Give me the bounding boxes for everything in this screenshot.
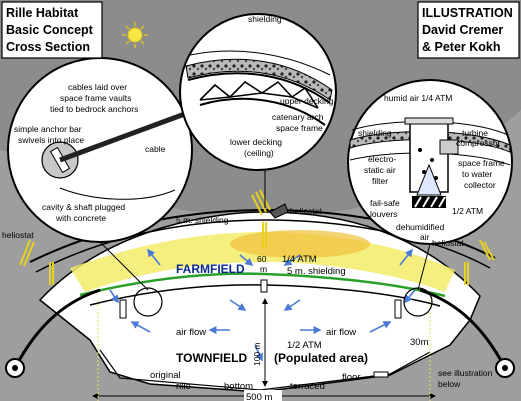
space-frame-truss bbox=[199, 80, 319, 109]
air-spaceframe-1: space frame bbox=[458, 158, 505, 168]
anchor-bar-2: swivels into place bbox=[18, 135, 84, 145]
anchor-cavity-2: with concrete bbox=[55, 213, 106, 223]
air-turbine-2: compressor bbox=[456, 138, 501, 148]
heliostat-left-icon bbox=[19, 239, 54, 285]
structure-catenary-2: space frame bbox=[276, 123, 323, 133]
structure-upper-decking: upper decking bbox=[280, 96, 334, 106]
left-cable bbox=[13, 288, 101, 369]
anchor-bar-1: simple anchor bar bbox=[14, 124, 82, 134]
air-turbine-1: turbine bbox=[462, 128, 488, 138]
air-half-atm: 1/2 ATM bbox=[452, 206, 483, 216]
air-electro-2: static air bbox=[364, 165, 396, 175]
title-line-1: Rille Habitat bbox=[6, 6, 79, 20]
anchor-cables-3: tied to bedrock anchors bbox=[50, 104, 138, 114]
air-humid: humid air 1/4 ATM bbox=[384, 93, 452, 103]
quarter-atm-label: 1/4 ATM bbox=[282, 254, 317, 265]
louvers-icon bbox=[412, 196, 446, 208]
air-dehumidified-2: air bbox=[420, 232, 430, 242]
shielding-top-label: 5 m. shielding bbox=[176, 215, 229, 225]
heliostat-center-label: heliostat bbox=[290, 206, 322, 216]
air-flow-left-label: air flow bbox=[176, 327, 206, 338]
structure-inset bbox=[179, 13, 337, 171]
air-callout-leader bbox=[417, 243, 431, 291]
hundred-m-label: 100 m bbox=[252, 342, 262, 366]
bottom-label: bottom bbox=[224, 381, 253, 392]
anchor-cables-1: cables laid over bbox=[68, 82, 127, 92]
anchor-cable-label: cable bbox=[145, 144, 166, 154]
air-louvers-2: louvers bbox=[370, 209, 397, 219]
original-label: original bbox=[150, 370, 181, 381]
anchor-cables-2: space frame vaults bbox=[60, 93, 131, 103]
air-flow-right-label: air flow bbox=[326, 327, 356, 338]
air-flow-arrows bbox=[109, 248, 416, 362]
air-electro-3: filter bbox=[372, 176, 388, 186]
air-spaceframe-2: to water bbox=[462, 169, 492, 179]
title-line-2: Basic Concept bbox=[6, 23, 94, 37]
air-inset bbox=[347, 79, 513, 245]
m-label: m bbox=[260, 264, 267, 274]
thirty-m-label: 30m bbox=[410, 337, 429, 348]
floor-label: floor bbox=[342, 372, 360, 383]
anchor-callout-leader bbox=[99, 241, 149, 291]
anchor-inset bbox=[7, 57, 201, 243]
see-illustration-2: below bbox=[438, 379, 461, 389]
farmfield-label: FARMFIELD bbox=[176, 262, 245, 276]
louver-callout-circle bbox=[403, 287, 433, 317]
see-illustration-1: see illustration bbox=[438, 368, 493, 378]
structure-shielding: shielding bbox=[248, 14, 282, 24]
credit-line-2: David Cremer bbox=[422, 23, 503, 37]
heliostat-center-icon bbox=[269, 203, 289, 219]
title-line-3: Cross Section bbox=[6, 40, 90, 54]
width-label: 500 m bbox=[246, 392, 272, 401]
title-box bbox=[1, 1, 103, 59]
credit-line-3: & Peter Kokh bbox=[422, 40, 501, 54]
width-label-bg bbox=[244, 390, 282, 401]
terraced-label: terraced bbox=[290, 381, 325, 392]
sun-icon bbox=[122, 22, 148, 48]
heliostat-right-label: heliostat bbox=[432, 238, 464, 248]
heliostat-left-label: heliostat bbox=[2, 230, 34, 240]
anchor-cable-line bbox=[59, 109, 191, 163]
rille-label: rille bbox=[176, 381, 191, 392]
structure-catenary-1: catenary arch bbox=[272, 112, 324, 122]
half-atm-label: 1/2 ATM bbox=[287, 340, 322, 351]
structure-lower-decking-1: lower decking bbox=[230, 137, 282, 147]
water-collector-cone bbox=[416, 163, 442, 196]
credit-line-1: ILLUSTRATION bbox=[422, 6, 513, 20]
air-shielding: shielding bbox=[358, 128, 392, 138]
floor-callout-box bbox=[373, 371, 389, 378]
populated-label: (Populated area) bbox=[274, 351, 368, 365]
townfield-label: TOWNFIELD bbox=[176, 351, 247, 365]
right-vault-post bbox=[394, 299, 402, 319]
turbine-compressor-icon bbox=[439, 139, 459, 155]
anchor-callout-circle bbox=[133, 287, 163, 317]
center-vault-post bbox=[260, 279, 268, 293]
air-louvers-1: fail-safe bbox=[370, 198, 400, 208]
credit-box bbox=[417, 1, 520, 59]
air-electro-1: electro- bbox=[368, 154, 397, 164]
farm-floor-line bbox=[79, 272, 446, 298]
left-vault-post bbox=[119, 299, 127, 319]
shielding-mid-label: 5 m. shielding bbox=[287, 266, 346, 277]
structure-lower-decking-2: (ceiling) bbox=[244, 148, 274, 158]
anchor-cavity-1: cavity & shaft plugged bbox=[42, 202, 125, 212]
air-spaceframe-3: collector bbox=[464, 180, 496, 190]
sixty-label: 60 bbox=[257, 254, 267, 264]
heliostat-right-icon bbox=[464, 239, 495, 285]
air-dehumidified-1: dehumidified bbox=[396, 222, 444, 232]
